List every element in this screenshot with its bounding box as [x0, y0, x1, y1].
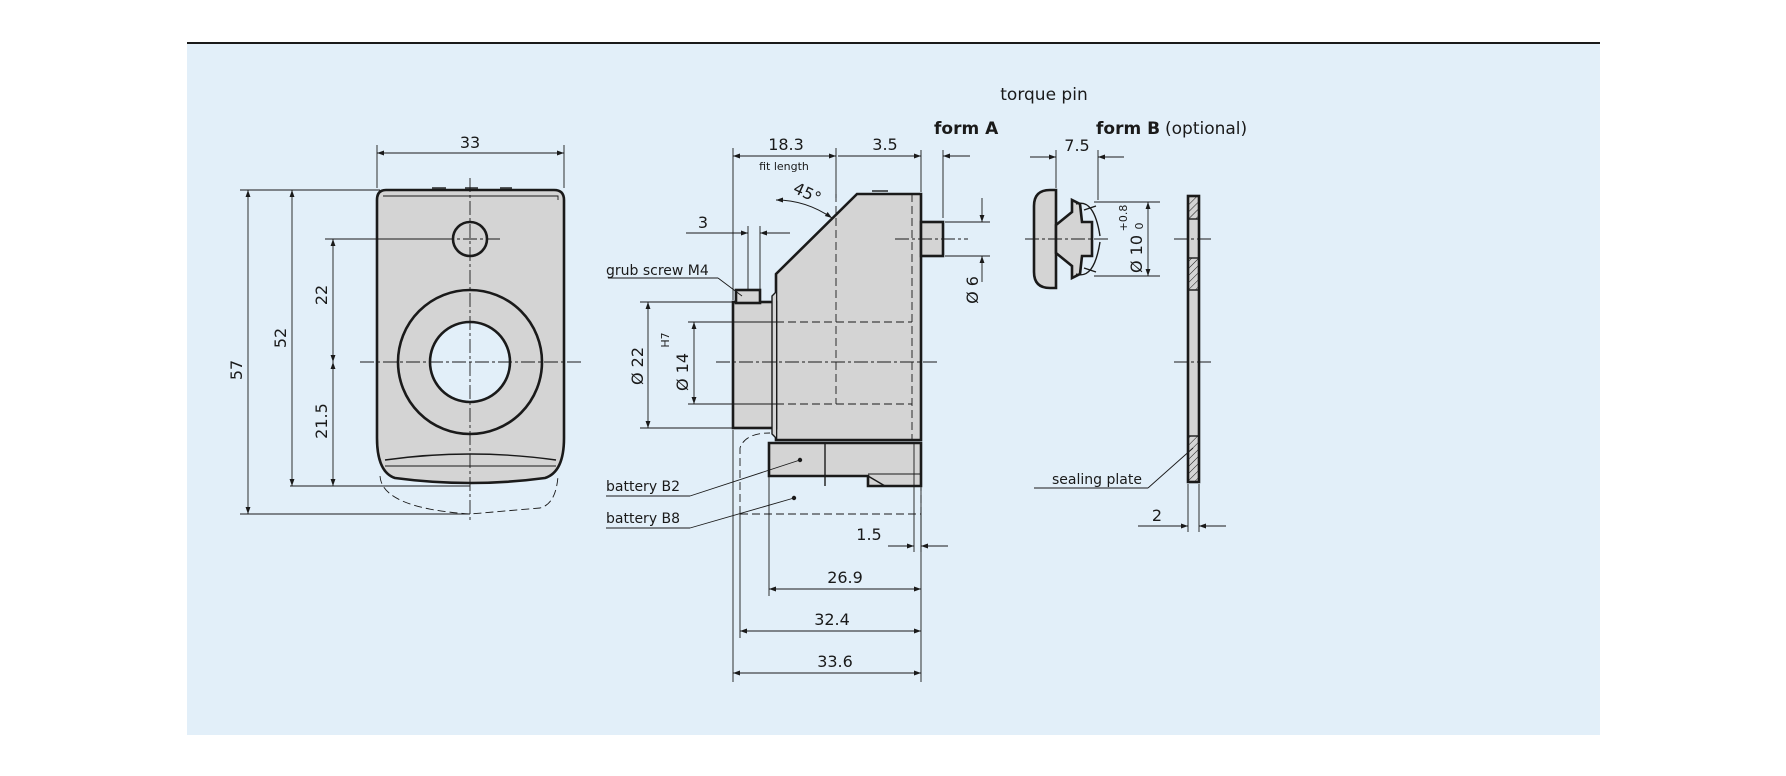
front-dimensions: 33 57 52 22 21.5	[227, 133, 565, 515]
dim-dia-6: Ø 6	[963, 276, 982, 304]
dim-2: 2	[1152, 506, 1162, 525]
side-grub-screw	[734, 288, 762, 305]
top-rule	[187, 42, 1600, 44]
dim-3: 3	[698, 213, 708, 232]
dim-dia-14: Ø 14	[673, 353, 692, 391]
dim-dia-10: Ø 10	[1127, 235, 1146, 273]
dim-26-9: 26.9	[827, 568, 863, 587]
side-hub	[731, 300, 778, 430]
torque-pin-form-b: 7.5 Ø 10 +0.8 0	[1025, 136, 1160, 290]
dim-1-5: 1.5	[856, 525, 881, 544]
dim-32-4: 32.4	[814, 610, 850, 629]
dim-tol-upper: +0.8	[1117, 205, 1130, 232]
dim-33: 33	[460, 133, 480, 152]
front-battery-b8-outline	[379, 475, 559, 515]
dim-22: 22	[312, 285, 331, 305]
dim-7-5: 7.5	[1064, 136, 1089, 155]
side-body	[774, 192, 923, 442]
heading-form-a: form A	[934, 119, 999, 139]
label-sealing-plate: sealing plate	[1052, 472, 1142, 488]
dim-21-5: 21.5	[312, 403, 331, 439]
label-fit-length: fit length	[759, 160, 809, 173]
sealing-plate	[1186, 194, 1201, 484]
front-view	[360, 178, 582, 522]
dim-57: 57	[227, 360, 246, 380]
dim-52: 52	[271, 328, 290, 348]
headings: torque pin form A form B (optional)	[934, 85, 1247, 139]
side-battery-b2	[767, 441, 923, 488]
label-battery-b2: battery B2	[606, 479, 680, 495]
dim-angle-45: 45°	[790, 178, 824, 207]
side-view	[716, 190, 968, 515]
side-leaders: grub screw M4 battery B2 battery B8	[606, 263, 803, 529]
heading-torque-pin: torque pin	[1000, 85, 1087, 105]
heading-form-b: form B	[1096, 119, 1160, 139]
dim-h7: H7	[659, 332, 672, 347]
heading-optional: (optional)	[1165, 119, 1247, 139]
sealing-plate-view: sealing plate 2	[1034, 194, 1226, 532]
dim-18-3: 18.3	[768, 135, 804, 154]
label-grub-screw: grub screw M4	[606, 263, 709, 279]
dim-tol-lower: 0	[1133, 223, 1146, 230]
dim-33-6: 33.6	[817, 652, 853, 671]
label-battery-b8: battery B8	[606, 511, 680, 527]
dim-dia-22: Ø 22	[628, 347, 647, 385]
dim-3-5: 3.5	[872, 135, 897, 154]
